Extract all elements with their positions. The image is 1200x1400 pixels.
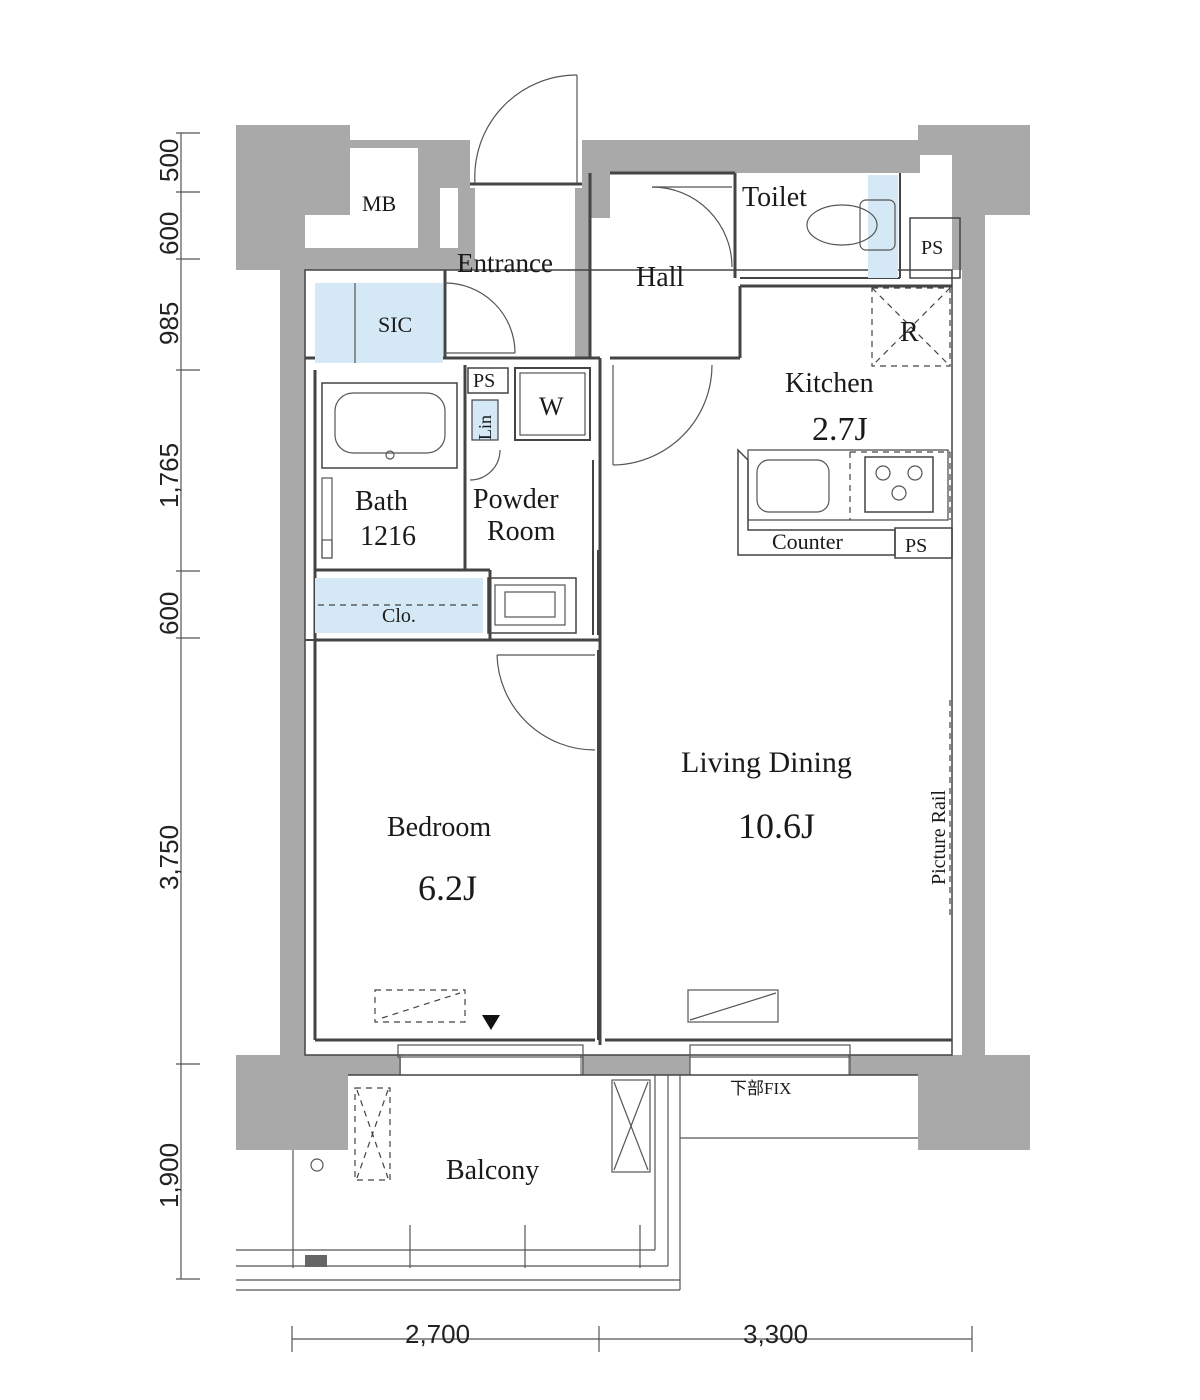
dimension-lines: 500 600 985 1,765 600 3,750 1,900 2,700 …	[154, 132, 973, 1352]
label-kitchen-size: 2.7J	[812, 411, 868, 448]
dim-1765: 1,765	[154, 443, 184, 508]
label-w: W	[539, 392, 564, 421]
triangle-marker-icon	[482, 1015, 500, 1030]
doors	[305, 74, 918, 1076]
label-room: Room	[487, 516, 556, 547]
label-toilet: Toilet	[742, 182, 807, 213]
label-hall: Hall	[636, 262, 684, 293]
label-living-size: 10.6J	[738, 806, 815, 846]
label-sic: SIC	[378, 312, 412, 337]
label-powder: Powder	[473, 484, 559, 515]
label-fix-note: 下部FIX	[730, 1079, 791, 1098]
label-lin: Lin	[475, 415, 495, 440]
label-ps-counter: PS	[905, 535, 927, 557]
label-r: R	[900, 317, 919, 348]
label-counter: Counter	[772, 529, 844, 554]
label-mb: MB	[362, 191, 396, 216]
label-picture-rail: Picture Rail	[928, 790, 950, 885]
dim-3300: 3,300	[743, 1319, 808, 1349]
label-ps-small: PS	[473, 370, 495, 392]
dim-3750: 3,750	[154, 825, 184, 890]
fixtures	[236, 199, 961, 1291]
label-clo: Clo.	[382, 605, 416, 627]
label-entrance: Entrance	[457, 248, 553, 278]
label-living-dining: Living Dining	[681, 746, 852, 779]
room-labels: MB Entrance Hall Toilet PS SIC PS W Lin …	[355, 182, 950, 1186]
label-bedroom-size: 6.2J	[418, 868, 477, 908]
dim-2700: 2,700	[405, 1319, 470, 1349]
dim-500: 500	[154, 139, 184, 182]
dim-600-mid: 600	[154, 592, 184, 635]
label-bedroom: Bedroom	[387, 812, 491, 843]
wet-areas	[315, 175, 898, 633]
label-bath: Bath	[355, 486, 408, 517]
walls	[236, 125, 1030, 1150]
dim-985: 985	[154, 302, 184, 345]
dim-600-top: 600	[154, 212, 184, 255]
label-balcony: Balcony	[446, 1155, 539, 1186]
dim-1900: 1,900	[154, 1143, 184, 1208]
label-ps-toilet: PS	[921, 237, 943, 259]
label-bath-size: 1216	[360, 521, 416, 552]
label-kitchen: Kitchen	[785, 368, 874, 399]
